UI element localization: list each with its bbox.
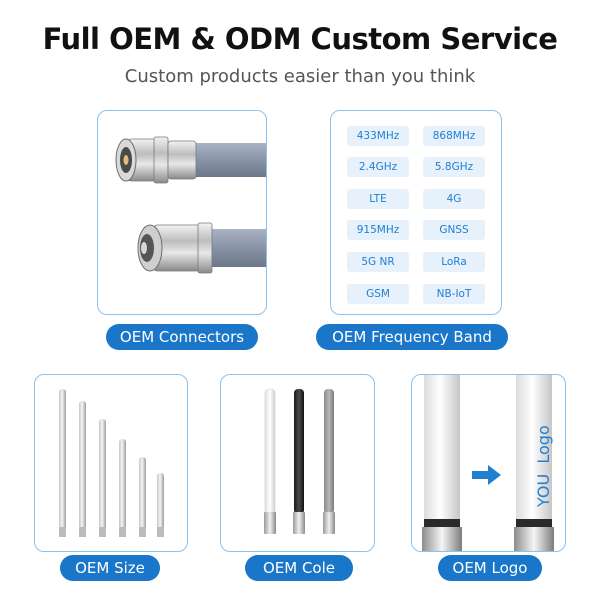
connectors-image (115, 136, 266, 274)
antenna-whips (59, 389, 164, 537)
antenna-sizes-image (59, 389, 164, 537)
frequency-chip: 2.4GHz (347, 157, 409, 177)
frequency-chip: GNSS (423, 220, 485, 240)
color-card (220, 374, 375, 552)
logo-text: YOU Logo (534, 425, 553, 507)
logo-card: YOU Logo (411, 374, 566, 552)
frequency-chip: NB-IoT (423, 284, 485, 304)
connectors-card (97, 110, 267, 315)
antenna-logo-image (422, 375, 554, 551)
size-card (34, 374, 188, 552)
page-subtitle: Custom products easier than you think (124, 66, 476, 87)
frequency-chip: GSM (347, 284, 409, 304)
frequency-chip: LTE (347, 189, 409, 209)
frequency-chip: 4G (423, 189, 485, 209)
frequency-chip: 915MHz (347, 220, 409, 240)
frequency-chip: 5G NR (347, 252, 409, 272)
connectors-label: OEM Connectors (106, 324, 258, 350)
frequency-chip: 868MHz (423, 126, 485, 146)
frequency-chip: 5.8GHz (423, 157, 485, 177)
frequency-chip: LoRa (423, 252, 485, 272)
frequency-chip: 433MHz (347, 126, 409, 146)
color-label: OEM Cole (245, 555, 353, 581)
antenna-colors-image (264, 388, 335, 534)
frequency-label: OEM Frequency Band (316, 324, 508, 350)
arrow-right-icon (472, 465, 501, 485)
logo-label: OEM Logo (438, 555, 542, 581)
frequency-card: 433MHz 868MHz 2.4GHz 5.8GHz LTE 4G 915MH… (330, 110, 502, 315)
page-title: Full OEM & ODM Custom Service (42, 22, 558, 56)
size-label: OEM Size (60, 555, 160, 581)
